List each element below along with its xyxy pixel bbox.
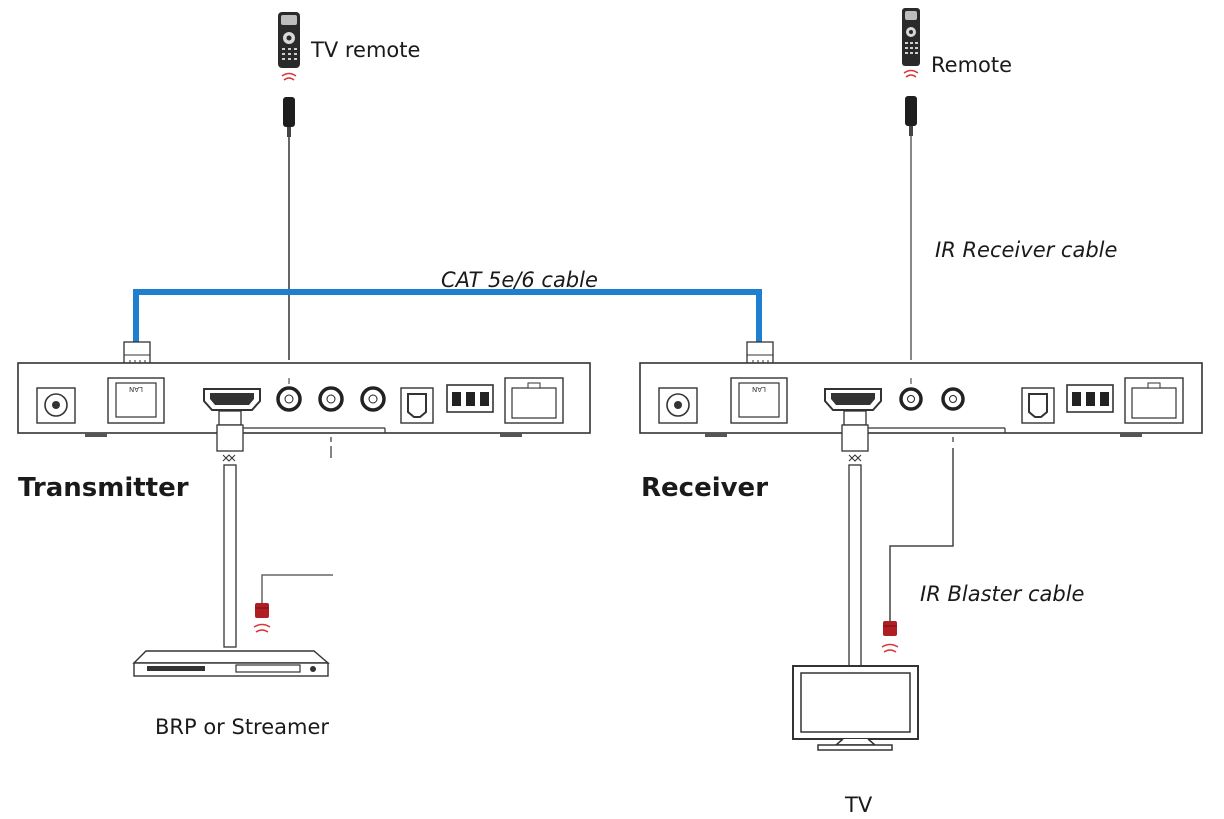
tv-label: TV bbox=[845, 793, 873, 817]
lan-port-label: LAN bbox=[752, 385, 766, 393]
tv-remote-label: TV remote bbox=[311, 38, 421, 62]
power-port-icon bbox=[658, 387, 698, 424]
transmitter-device: LAN bbox=[17, 362, 591, 437]
ir-jack-icon bbox=[276, 378, 302, 412]
ir-blaster-cable-label: IR Blaster cable bbox=[920, 582, 1085, 606]
hdmi-cable-receiver bbox=[841, 410, 869, 668]
hdmi-port-icon bbox=[203, 388, 261, 411]
rj-port-icon bbox=[1124, 377, 1184, 424]
ir-jack-icon bbox=[318, 386, 344, 412]
remote-icon bbox=[902, 8, 920, 66]
tv-remote-ir-signal-icon bbox=[281, 72, 297, 81]
ir-blaster-cable-receiver bbox=[889, 437, 954, 622]
ir-receiver-cable-label: IR Receiver cable bbox=[935, 238, 1118, 262]
blu-ray-player-icon bbox=[132, 650, 330, 677]
optical-port-icon bbox=[400, 387, 434, 424]
receiver-label: Receiver bbox=[641, 473, 769, 503]
optical-port-icon bbox=[1021, 387, 1055, 424]
lan-port-label: LAN bbox=[129, 385, 143, 393]
brp-streamer-label: BRP or Streamer bbox=[155, 715, 330, 739]
lan-port-icon: LAN bbox=[107, 377, 165, 424]
rj-port-icon bbox=[504, 377, 564, 424]
ir-jack-icon bbox=[899, 378, 923, 411]
ir-blaster-cable-transmitter bbox=[261, 437, 333, 604]
tv-icon bbox=[792, 665, 919, 751]
tv-remote-ir-receiver-plug bbox=[283, 97, 295, 137]
transmitter-label: Transmitter bbox=[18, 473, 189, 503]
ir-jack-icon bbox=[941, 387, 965, 411]
hdmi-cable-transmitter bbox=[216, 410, 244, 648]
remote-ir-receiver-plug bbox=[905, 96, 917, 136]
remote-label: Remote bbox=[931, 53, 1013, 77]
terminal-block-icon bbox=[446, 384, 494, 413]
terminal-block-icon bbox=[1066, 384, 1114, 413]
cat-cable-line bbox=[133, 289, 762, 345]
hdmi-port-icon bbox=[824, 388, 882, 411]
ir-jack-icon bbox=[360, 386, 386, 412]
lan-port-icon: LAN bbox=[730, 377, 788, 424]
tv-remote-icon bbox=[278, 12, 300, 68]
ir-emitter-receiver-icon bbox=[881, 621, 899, 653]
remote-ir-signal-icon bbox=[903, 69, 919, 78]
ir-emitter-transmitter-icon bbox=[253, 603, 271, 633]
receiver-device: LAN bbox=[639, 362, 1203, 437]
cat-cable-label: CAT 5e/6 cable bbox=[441, 268, 598, 292]
power-port-icon bbox=[36, 387, 76, 424]
